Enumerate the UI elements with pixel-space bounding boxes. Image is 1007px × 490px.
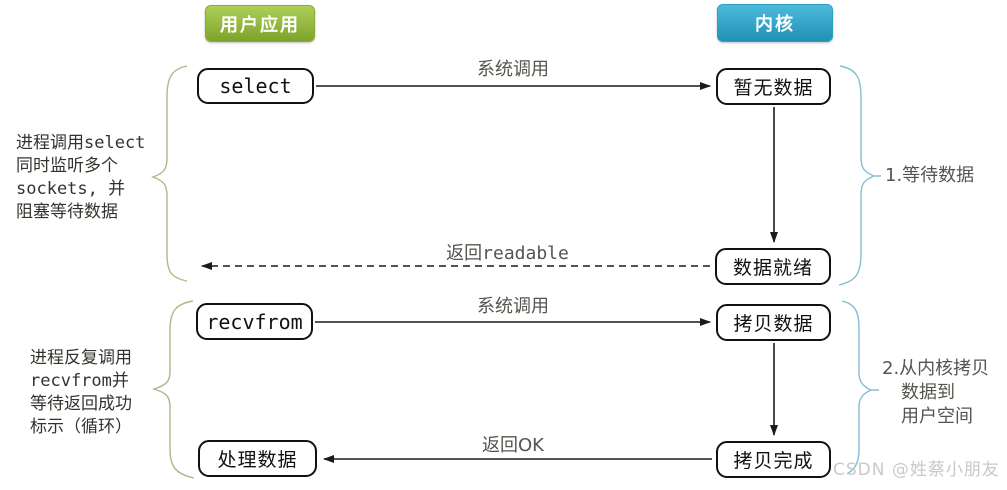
data-ready-box: 数据就绪: [715, 248, 831, 285]
syscall-bottom-label: 系统调用: [477, 296, 549, 317]
return-ok-label: 返回OK: [482, 435, 544, 456]
phase-line: 数据到: [901, 382, 955, 403]
phase-line: 用户空间: [901, 406, 973, 427]
note-line: 进程反复调用: [30, 348, 132, 368]
brace-right-copy-data: [841, 300, 879, 475]
note-select-blocking: 进程调用select 同时监听多个 sockets, 并 阻塞等待数据: [16, 132, 145, 224]
note-line: 进程调用select: [16, 133, 146, 153]
note-recvfrom-loop: 进程反复调用 recvfrom并 等待返回成功 标示（循环）: [30, 347, 132, 439]
select-box: select: [197, 68, 314, 104]
phase-line: 2.从内核拷贝: [882, 358, 990, 379]
brace-left-recvfrom: [151, 300, 195, 479]
note-line: 阻塞等待数据: [16, 202, 118, 222]
phase-wait-data-label: 1.等待数据: [885, 165, 975, 186]
brace-right-wait-data: [838, 65, 881, 286]
brace-left-select: [150, 65, 188, 282]
recvfrom-box: recvfrom: [196, 303, 313, 340]
note-line: 等待返回成功: [30, 394, 132, 414]
note-line: 标示（循环）: [30, 417, 132, 437]
copy-done-box: 拷贝完成: [716, 441, 831, 478]
user-app-header: 用户应用: [205, 5, 315, 42]
return-readable-label: 返回readable: [446, 243, 569, 264]
phase-copy-data-label: 2.从内核拷贝 数据到 用户空间: [882, 357, 989, 429]
copy-data-box: 拷贝数据: [716, 304, 831, 341]
syscall-top-label: 系统调用: [477, 59, 549, 80]
csdn-watermark: CSDN @姓蔡小朋友: [833, 460, 1000, 480]
note-line: recvfrom并: [30, 371, 129, 391]
note-line: 同时监听多个: [16, 156, 118, 176]
process-data-box: 处理数据: [198, 440, 317, 477]
note-line: sockets, 并: [16, 179, 126, 199]
no-data-box: 暂无数据: [716, 68, 831, 105]
kernel-header: 内核: [717, 4, 833, 42]
